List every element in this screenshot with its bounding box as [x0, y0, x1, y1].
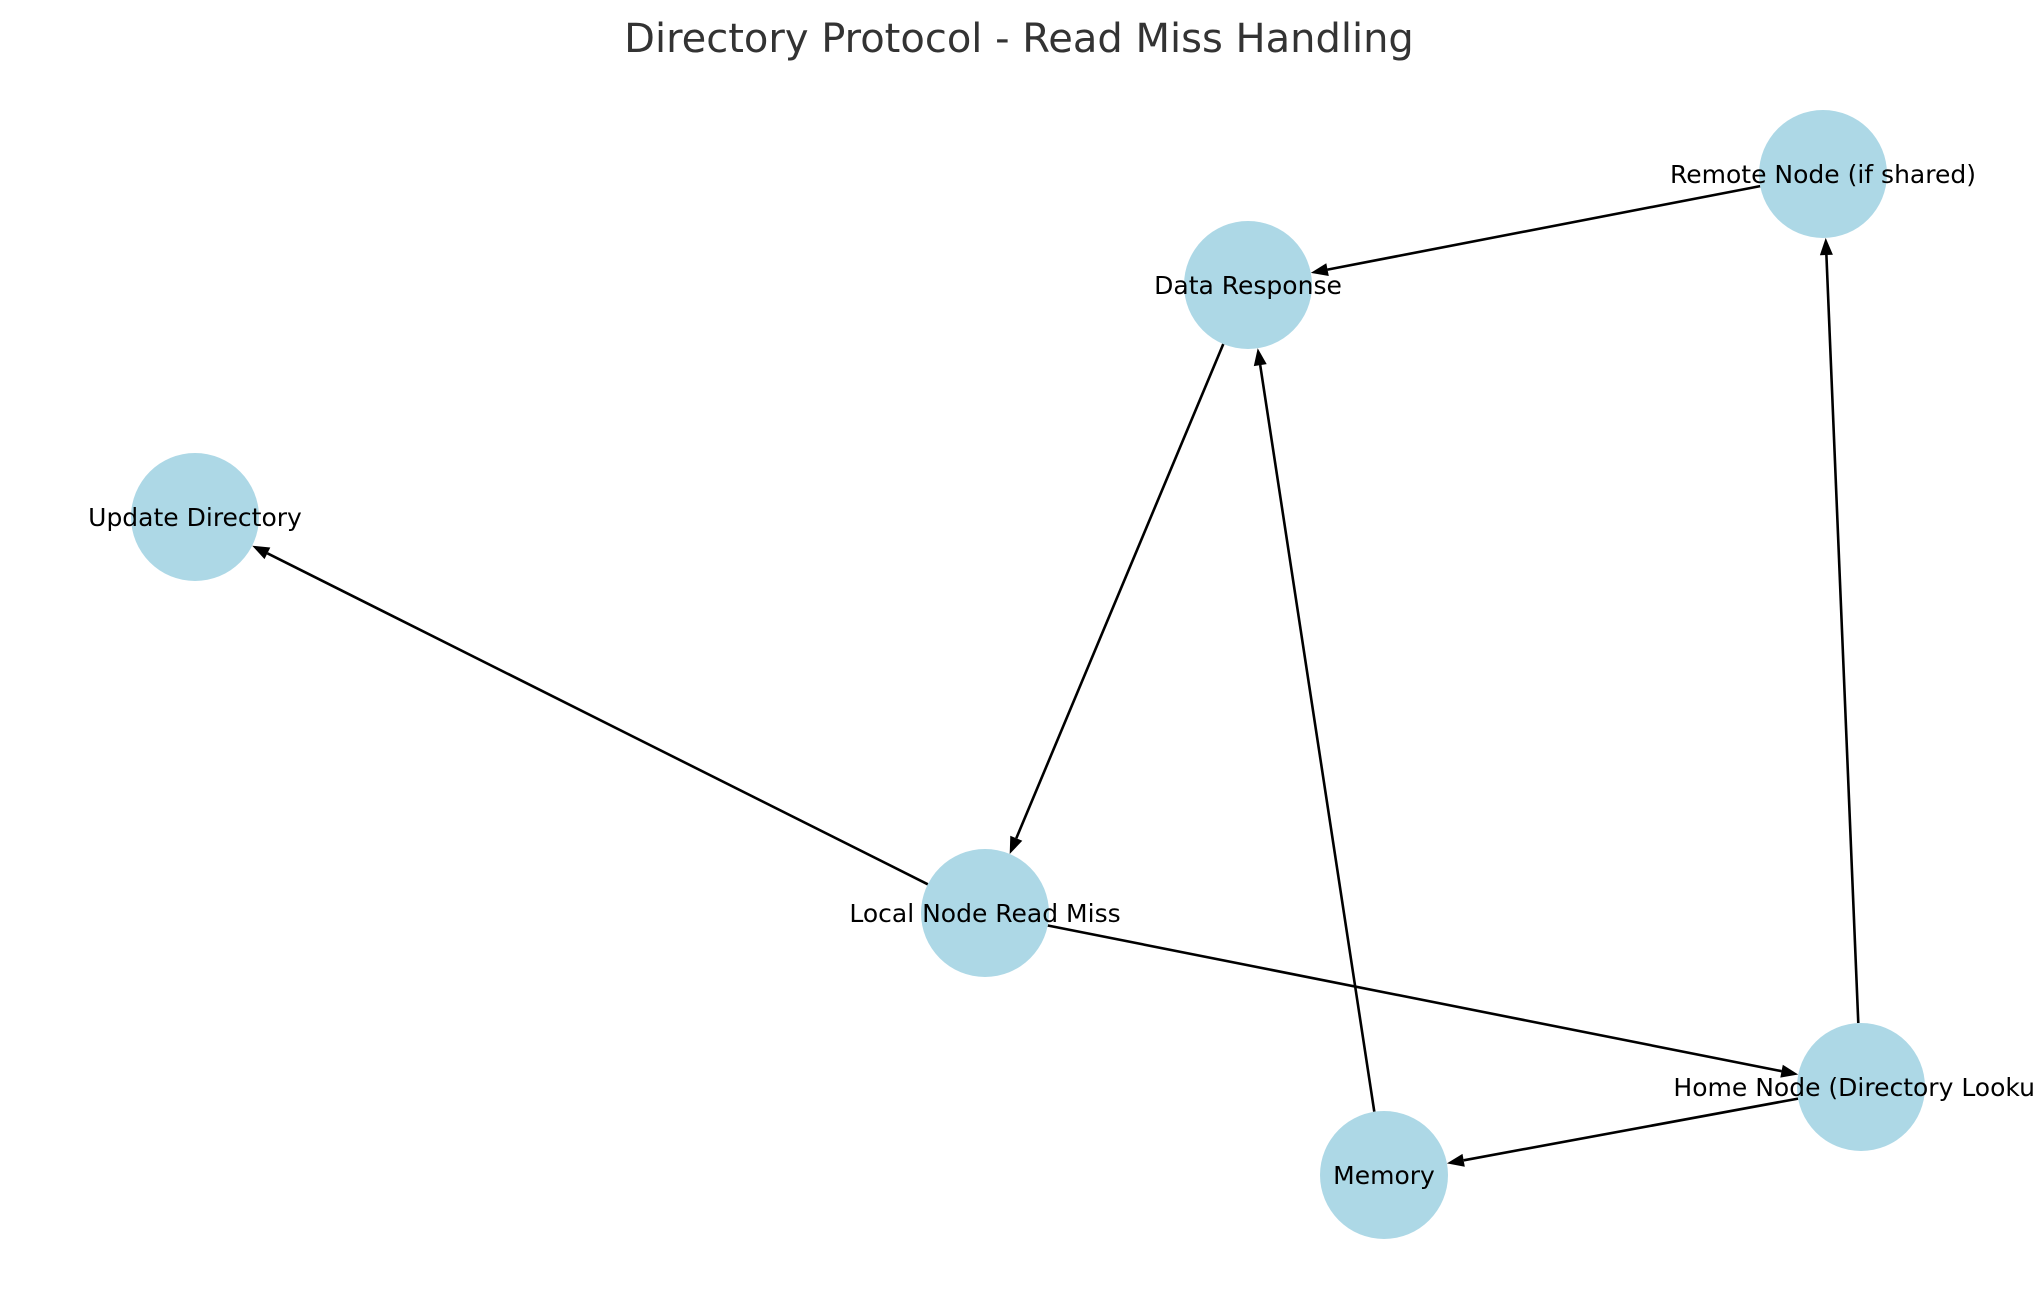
node-label-update: Update Directory [88, 503, 302, 532]
arrow-head [1253, 348, 1267, 367]
node-label-local: Local Node Read Miss [849, 899, 1120, 928]
edge-local-to-home [1047, 924, 1799, 1078]
node-local[interactable] [921, 849, 1049, 977]
nodes-layer [131, 110, 1925, 1239]
edge-line [1825, 254, 1860, 1024]
node-label-data: Data Response [1154, 271, 1342, 300]
node-label-memory: Memory [1333, 1161, 1435, 1190]
node-home[interactable] [1797, 1023, 1925, 1151]
edge-line [266, 552, 929, 886]
edge-home-to-remote [1819, 237, 1860, 1024]
edge-line [1463, 1097, 1799, 1162]
arrow-head [1819, 237, 1833, 256]
node-memory[interactable] [1320, 1111, 1448, 1239]
arrow-head [1446, 1153, 1465, 1167]
edge-line [1258, 364, 1376, 1112]
arrow-head [1780, 1064, 1799, 1078]
node-label-home: Home Node (Directory Looku [1673, 1073, 2035, 1102]
node-data[interactable] [1184, 221, 1312, 349]
diagram-title: Directory Protocol - Read Miss Handling [624, 16, 1414, 62]
edge-line [1015, 343, 1225, 839]
node-remote[interactable] [1759, 110, 1887, 238]
arrow-head [1310, 263, 1329, 276]
edge-line [1327, 184, 1761, 271]
node-update[interactable] [131, 453, 259, 581]
edge-local-to-update [252, 545, 929, 886]
edge-memory-to-data [1253, 348, 1376, 1112]
arrow-head [252, 545, 271, 560]
edge-remote-to-data [1310, 184, 1761, 276]
edge-line [1047, 924, 1782, 1073]
arrow-head [1009, 835, 1023, 854]
edge-home-to-memory [1446, 1097, 1799, 1167]
edges-layer [252, 184, 1860, 1167]
node-label-remote: Remote Node (if shared) [1670, 160, 1976, 189]
edge-data-to-local [1009, 343, 1225, 854]
